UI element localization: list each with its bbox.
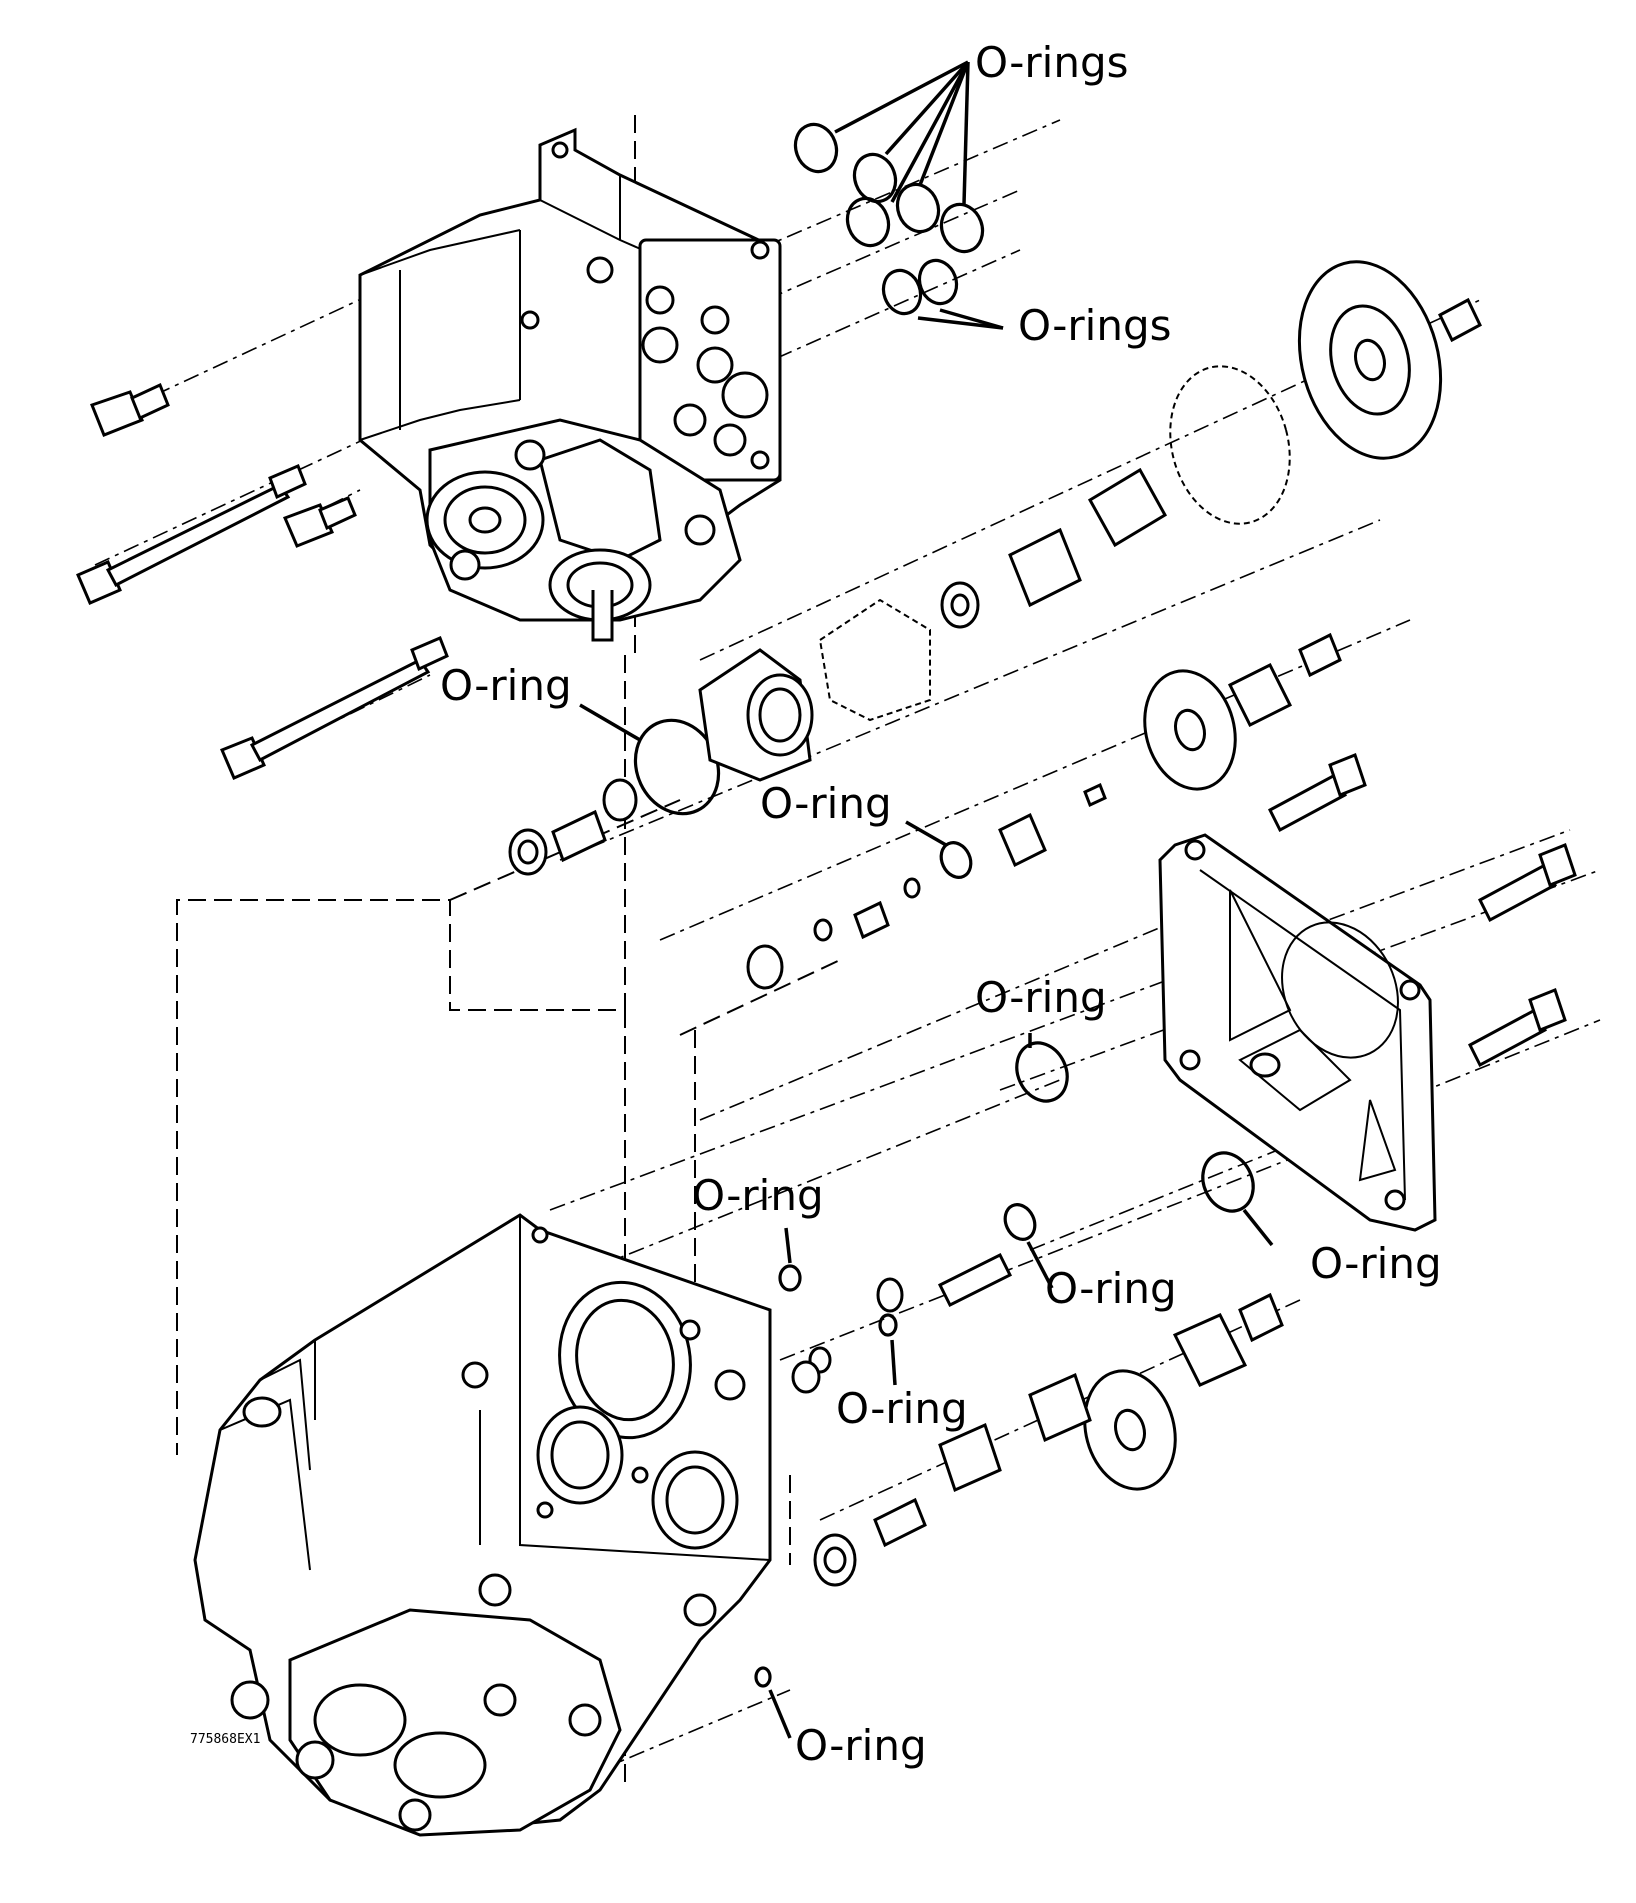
- label-oring-right-lower: O-ring: [1310, 1239, 1442, 1288]
- label-oring-bottom: O-ring: [795, 1721, 927, 1770]
- callout-labels: O-rings O-rings O-ring O-ring O-ring O-r…: [190, 38, 1442, 1770]
- valve-components: [508, 260, 1482, 1587]
- label-orings-mid: O-rings: [1018, 301, 1171, 350]
- bolts: [76, 382, 1577, 1068]
- label-orings-top: O-rings: [975, 38, 1128, 87]
- cover-plate: [1158, 833, 1437, 1232]
- leader-lines: [579, 60, 1274, 1739]
- label-oring-lower-left: O-ring: [692, 1171, 824, 1220]
- lower-housing: [193, 1213, 772, 1837]
- label-oring-lower-mid: O-ring: [1045, 1264, 1177, 1313]
- label-oring-right-mid: O-ring: [975, 973, 1107, 1022]
- label-oring-lower-center: O-ring: [836, 1384, 968, 1433]
- label-oring-center: O-ring: [760, 779, 892, 828]
- label-oring-left: O-ring: [440, 661, 572, 710]
- upper-housing: [358, 127, 782, 642]
- drawing-code: 775868EX1: [190, 1732, 260, 1747]
